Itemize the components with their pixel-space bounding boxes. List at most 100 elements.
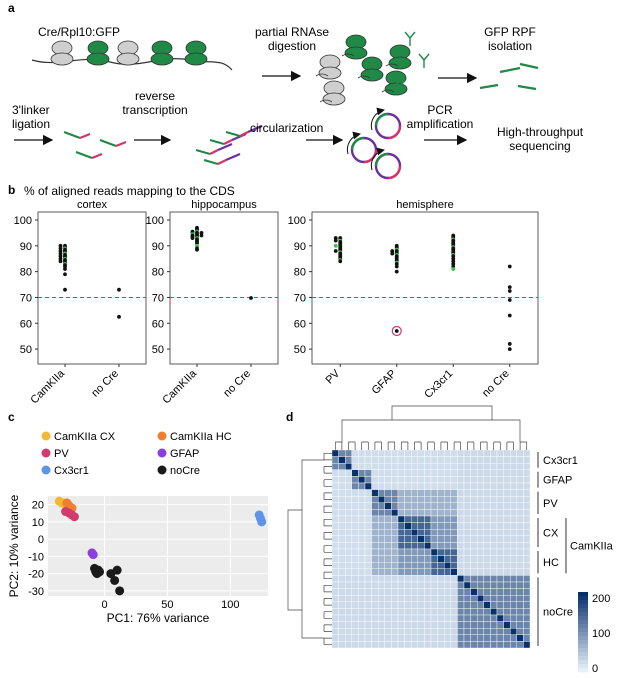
heatmap-cell (338, 522, 346, 530)
heatmap-cell (430, 502, 438, 510)
rt-magenta (217, 159, 227, 165)
heatmap-cell (417, 522, 425, 530)
heatmap-cell (404, 542, 412, 550)
heatmap-cell (391, 529, 399, 537)
heatmap-cell (470, 515, 478, 523)
heatmap-cell (457, 456, 465, 464)
heatmap-cell (331, 449, 339, 457)
heatmap-cell (384, 542, 392, 550)
heatmap-cell (331, 562, 339, 570)
heatmap-cell (463, 595, 471, 603)
heatmap-cell (516, 548, 524, 556)
heatmap-cell (463, 562, 471, 570)
heatmap-cell (391, 548, 399, 556)
heatmap-cell (437, 575, 445, 583)
heatmap-cell (450, 476, 458, 484)
heatmap-cell (444, 595, 452, 603)
heatmap-cell (430, 482, 438, 490)
heatmap-cell (338, 489, 346, 497)
heatmap-cell (424, 634, 432, 642)
heatmap-cell (523, 621, 531, 629)
heatmap-cell (430, 522, 438, 530)
heatmap-cell (417, 509, 425, 517)
heatmap-cell (338, 548, 346, 556)
heatmap-cell (457, 469, 465, 477)
heatmap-cell (450, 628, 458, 636)
heatmap-cell (417, 535, 425, 543)
legend-swatch (41, 465, 51, 475)
heatmap-cell (430, 476, 438, 484)
heatmap-cell (397, 449, 405, 457)
heatmap-cell (490, 489, 498, 497)
heatmap-cell (411, 535, 419, 543)
heatmap-cell (331, 502, 339, 510)
heatmap-cell (490, 548, 498, 556)
heatmap-cell (411, 542, 419, 550)
heatmap-cell (523, 449, 531, 457)
heatmap-cell (358, 469, 366, 477)
heatmap-cell (331, 555, 339, 563)
heatmap-cell (430, 449, 438, 457)
heatmap-cell (358, 608, 366, 616)
heatmap-cell (516, 562, 524, 570)
heatmap-cell (391, 496, 399, 504)
heatmap-cell (404, 595, 412, 603)
heatmap-cell (364, 641, 372, 649)
heatmap-cell (378, 588, 386, 596)
group-title: cortex (77, 199, 107, 211)
heatmap-cell (345, 608, 353, 616)
heatmap-cell (496, 463, 504, 471)
heatmap-cell (397, 522, 405, 530)
heatmap-cell (463, 581, 471, 589)
heatmap-cell (411, 515, 419, 523)
heatmap-cell (411, 496, 419, 504)
heatmap-cell (364, 489, 372, 497)
heatmap-cell (404, 482, 412, 490)
heatmap-cell (477, 469, 485, 477)
heatmap-cell (391, 489, 399, 497)
ribosome-small-subunit (388, 56, 412, 70)
heatmap-cell (510, 568, 518, 576)
heatmap-cell (516, 509, 524, 517)
heatmap-cell (470, 482, 478, 490)
heatmap-cell (444, 463, 452, 471)
heatmap-cell (364, 588, 372, 596)
heatmap-cell (371, 535, 379, 543)
heatmap-cell (338, 608, 346, 616)
heatmap-cell (397, 628, 405, 636)
heatmap-cell (496, 634, 504, 642)
colorbar-tick-label: 200 (592, 593, 610, 605)
heatmap-cell (358, 628, 366, 636)
heatmap-cell (496, 509, 504, 517)
colorbar-tick-label: 0 (592, 663, 598, 675)
rt-magenta (209, 149, 219, 155)
heatmap-cell (450, 496, 458, 504)
heatmap-cell (523, 588, 531, 596)
heatmap-cell (378, 463, 386, 471)
colorbar-segment (578, 640, 588, 645)
heatmap-cell (470, 522, 478, 530)
heatmap-cell (397, 562, 405, 570)
data-point (199, 233, 204, 238)
heatmap-cell (351, 548, 359, 556)
heatmap-cell (411, 463, 419, 471)
ribosome-small-subunit (360, 68, 384, 82)
panel-letter-b: b (8, 183, 15, 197)
heatmap-cell (411, 489, 419, 497)
heatmap-cell (364, 502, 372, 510)
heatmap-cell (437, 548, 445, 556)
heatmap-cell (516, 522, 524, 530)
circle-linker (363, 149, 378, 164)
y-tick-label: 50 (20, 344, 32, 356)
heatmap-cell (430, 489, 438, 497)
heatmap-cell (411, 562, 419, 570)
heatmap-cell (424, 621, 432, 629)
heatmap-cell (371, 614, 379, 622)
heatmap-cell (463, 456, 471, 464)
row-group-label: HC (543, 557, 559, 569)
heatmap-cell (457, 509, 465, 517)
heatmap-cell (450, 581, 458, 589)
heatmap-cell (457, 595, 465, 603)
heatmap-cell (463, 542, 471, 550)
heatmap-cell (417, 562, 425, 570)
